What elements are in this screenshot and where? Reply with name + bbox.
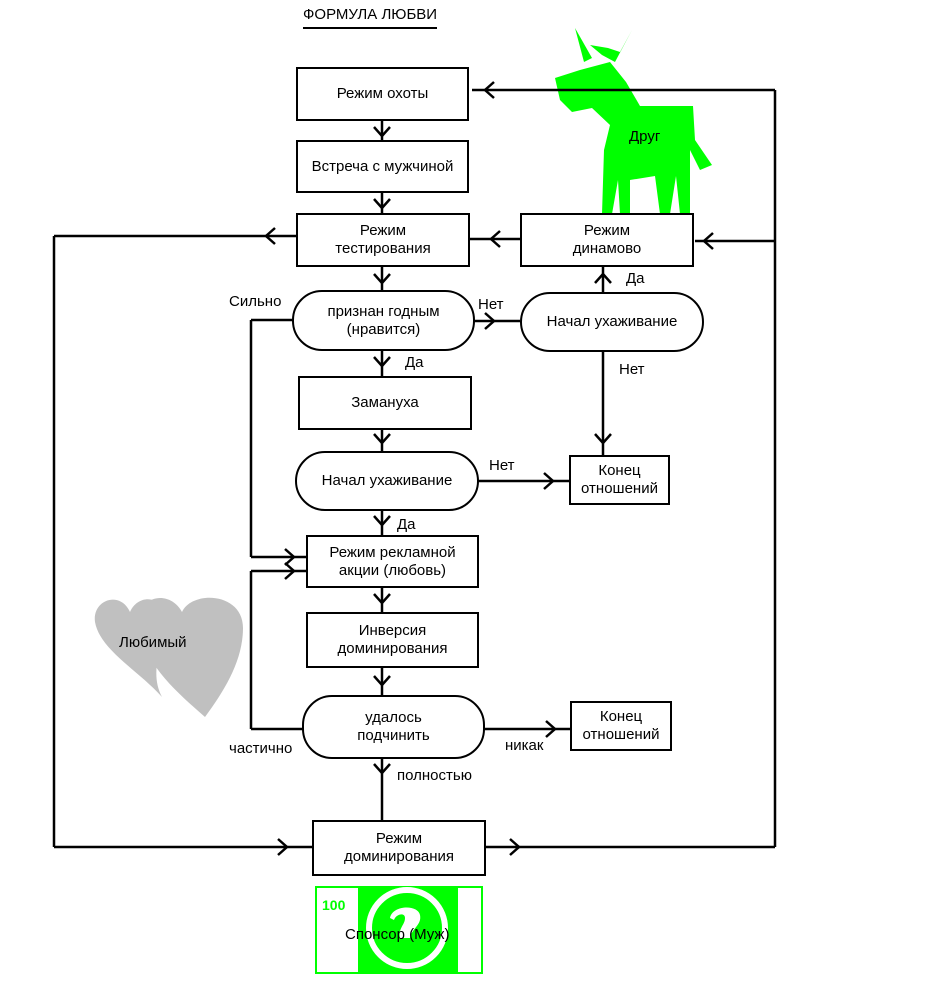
node-managed-to-subdue: удалось подчинить [302,695,485,759]
edge-label-yes-1: Да [405,354,424,371]
edge-label-strongly: Сильно [229,293,282,310]
edge-label-yes-2: Да [626,270,645,287]
edge-label-never: никак [505,737,544,754]
node-found-fit: признан годным (нравится) [292,290,475,351]
node-testing-mode: Режим тестирования [296,213,470,267]
node-meeting: Встреча с мужчиной [296,140,469,193]
hearts-label: Любимый [119,634,187,651]
goat-picture [555,28,712,214]
node-lure: Замануха [298,376,472,430]
edge-label-partially: частично [229,740,293,757]
node-end-relationship-1: Конец отношений [569,455,670,505]
edge-label-yes-3: Да [397,516,416,533]
node-started-courting-1: Начал ухаживание [520,292,704,352]
diagram-title: ФОРМУЛА ЛЮБВИ [303,6,438,29]
banknote-picture [315,886,483,974]
edge-label-no-3: Нет [489,457,515,474]
edge-label-no-2: Нет [619,361,645,378]
edge-label-no-1: Нет [478,296,504,313]
node-dominance-inversion: Инверсия доминирования [306,612,479,668]
edge-label-fully: полностью [397,767,472,784]
banknote-value: 100 [322,897,346,913]
node-dominance-mode: Режим доминирования [312,820,486,876]
node-end-relationship-2: Конец отношений [570,701,672,751]
goat-label: Друг [629,128,661,145]
banknote-label: Спонсор (Муж) [345,926,450,943]
node-advertising-mode: Режим рекламной акции (любовь) [306,535,479,588]
node-started-courting-2: Начал ухаживание [295,451,479,511]
node-hunt-mode: Режим охоты [296,67,469,121]
hearts-picture [94,597,243,717]
node-dinamo-mode: Режим динамово [520,213,694,267]
